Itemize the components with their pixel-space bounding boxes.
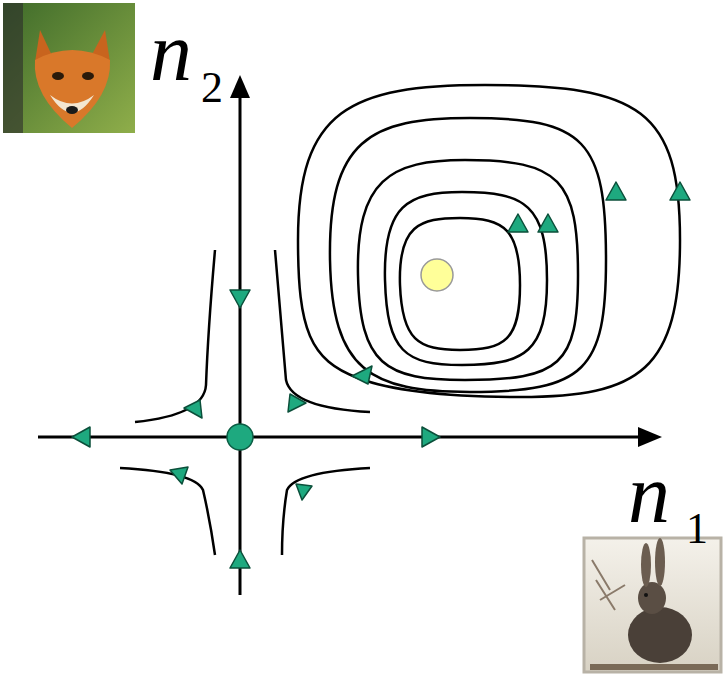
hare-picture [584,538,721,672]
coexistence-equilibrium [421,259,453,291]
axis-variable: n [150,10,192,94]
axis-variable: n [628,452,670,536]
axis-arrowhead [230,75,250,98]
fox-picture [3,3,135,133]
flow-arrowheads [72,182,690,568]
axis-subscript: 2 [201,66,223,110]
saddle-equilibrium [227,424,253,450]
axis-arrowhead [638,427,662,447]
closed-orbits [298,85,680,397]
axes [38,95,640,595]
axis-subscript: 1 [686,507,708,551]
